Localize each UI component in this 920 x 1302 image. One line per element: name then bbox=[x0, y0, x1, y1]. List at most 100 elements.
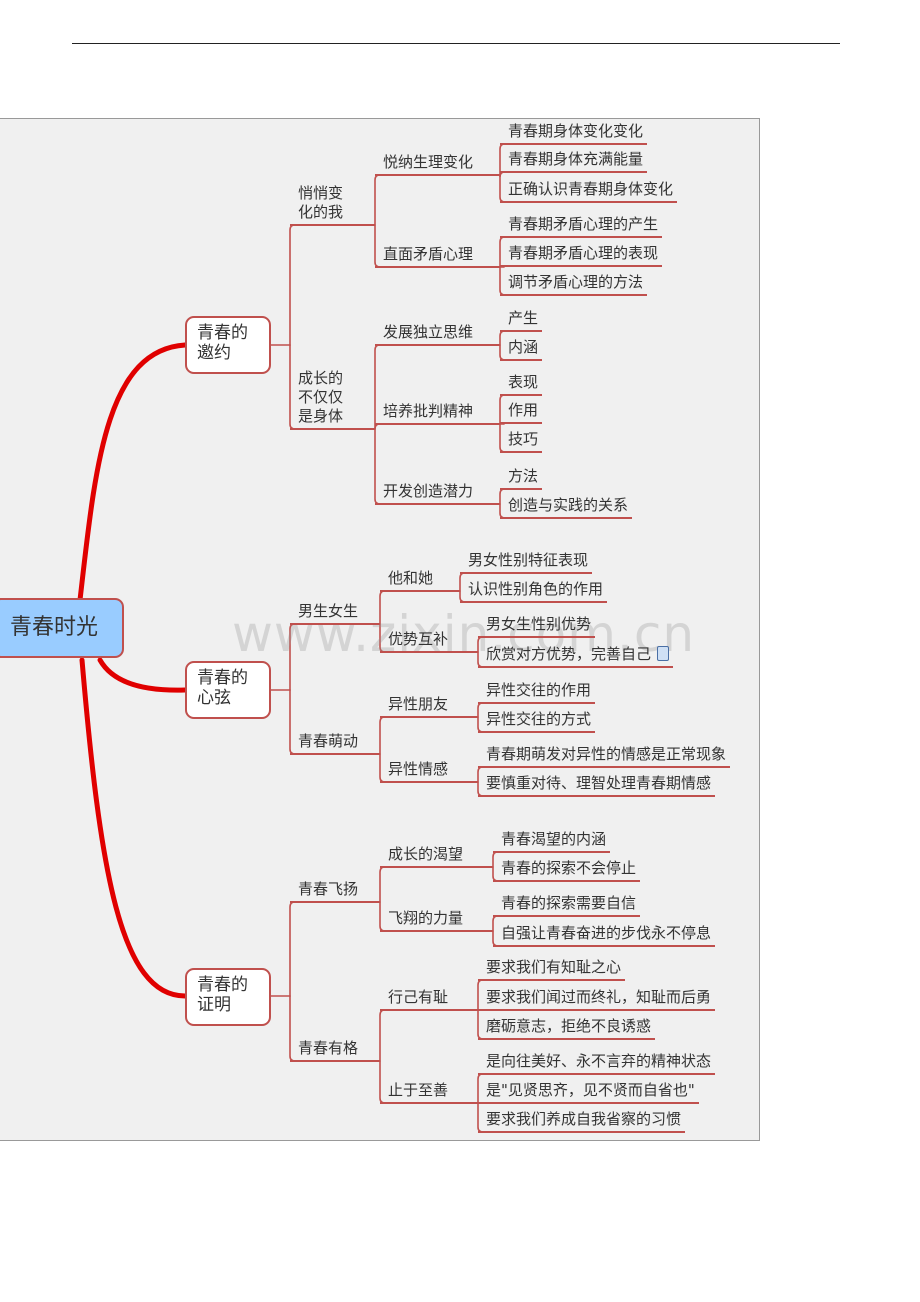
detail-label: 青春的探索需要自信 bbox=[501, 894, 637, 912]
detail-node[interactable]: 自强让青春奋进的步伐永不停息 bbox=[493, 924, 716, 947]
detail-node[interactable]: 男女生性别优势 bbox=[478, 615, 596, 638]
detail-node[interactable]: 正确认识青春期身体变化 bbox=[500, 180, 678, 203]
topic-node[interactable]: 青春飞扬 bbox=[290, 880, 380, 903]
detail-label: 作用 bbox=[508, 401, 539, 419]
connector-line bbox=[379, 866, 386, 903]
branch-label: 青春的证明 bbox=[197, 975, 248, 1015]
topic-node[interactable]: 成长的不仅仅是身体 bbox=[290, 369, 375, 430]
note-icon[interactable] bbox=[657, 646, 670, 661]
detail-node[interactable]: 产生 bbox=[500, 309, 543, 332]
detail-node[interactable]: 方法 bbox=[500, 467, 543, 490]
detail-label: 青春期身体充满能量 bbox=[508, 150, 644, 168]
detail-label: 青春期身体变化变化 bbox=[508, 122, 644, 140]
subtopic-node[interactable]: 直面矛盾心理 bbox=[375, 245, 500, 268]
subtopic-node[interactable]: 发展独立思维 bbox=[375, 323, 500, 346]
subtopic-node[interactable]: 异性朋友 bbox=[380, 695, 478, 718]
detail-label: 男女生性别优势 bbox=[486, 615, 592, 633]
detail-node[interactable]: 青春期矛盾心理的产生 bbox=[500, 215, 663, 238]
connector-line bbox=[289, 224, 296, 346]
branch-curve bbox=[97, 657, 188, 693]
root-node[interactable]: 青春时光 bbox=[0, 598, 124, 658]
line-break-spacer bbox=[250, 323, 269, 340]
subtopic-node[interactable]: 他和她 bbox=[380, 569, 460, 592]
detail-label: 要求我们有知耻之心 bbox=[486, 958, 622, 976]
subtopic-label: 异性情感 bbox=[388, 760, 449, 778]
subtopic-node[interactable]: 开发创造潜力 bbox=[375, 482, 500, 505]
detail-label: 男女性别特征表现 bbox=[468, 551, 589, 569]
detail-label: 青春期矛盾心理的表现 bbox=[508, 244, 659, 262]
subtopic-node[interactable]: 飞翔的力量 bbox=[380, 909, 493, 932]
subtopic-node[interactable]: 悦纳生理变化 bbox=[375, 153, 500, 176]
subtopic-label: 成长的渴望 bbox=[388, 845, 464, 863]
detail-node[interactable]: 欣赏对方优势，完善自己 bbox=[478, 645, 674, 668]
line-break-spacer bbox=[250, 975, 269, 992]
detail-node[interactable]: 要慎重对待、理智处理青春期情感 bbox=[478, 774, 716, 797]
detail-node[interactable]: 要求我们闻过而终礼，知耻而后勇 bbox=[478, 988, 716, 1011]
detail-node[interactable]: 男女性别特征表现 bbox=[460, 551, 593, 574]
branch-label: 青春的心弦 bbox=[197, 668, 248, 708]
detail-node[interactable]: 内涵 bbox=[500, 338, 543, 361]
detail-label: 青春渴望的内涵 bbox=[501, 830, 607, 848]
branch-node-proof[interactable]: 青春的证明 bbox=[185, 968, 271, 1026]
subtopic-node[interactable]: 止于至善 bbox=[380, 1081, 478, 1104]
detail-label: 内涵 bbox=[508, 338, 539, 356]
subtopic-node[interactable]: 异性情感 bbox=[380, 760, 478, 783]
detail-label: 青春期萌发对异性的情感是正常现象 bbox=[486, 745, 727, 763]
detail-node[interactable]: 作用 bbox=[500, 401, 543, 424]
detail-node[interactable]: 调节矛盾心理的方法 bbox=[500, 273, 648, 296]
detail-node[interactable]: 技巧 bbox=[500, 430, 543, 453]
subtopic-label: 培养批判精神 bbox=[383, 402, 474, 420]
detail-node[interactable]: 青春的探索需要自信 bbox=[493, 894, 641, 917]
detail-node[interactable]: 异性交往的方式 bbox=[478, 710, 596, 733]
detail-label: 自强让青春奋进的步伐永不停息 bbox=[501, 924, 712, 942]
detail-label: 是"见贤思齐，见不贤而自省也" bbox=[486, 1081, 695, 1099]
detail-label: 要求我们闻过而终礼，知耻而后勇 bbox=[486, 988, 712, 1006]
subtopic-node[interactable]: 培养批判精神 bbox=[375, 402, 500, 425]
detail-node[interactable]: 青春期萌发对异性的情感是正常现象 bbox=[478, 745, 731, 768]
detail-label: 异性交往的方式 bbox=[486, 710, 592, 728]
subtopic-node[interactable]: 行己有耻 bbox=[380, 988, 478, 1011]
branch-node-heartstrings[interactable]: 青春的心弦 bbox=[185, 661, 271, 719]
topic-node[interactable]: 青春有格 bbox=[290, 1039, 380, 1062]
detail-label: 磨砺意志，拒绝不良诱惑 bbox=[486, 1017, 652, 1035]
connector-line bbox=[379, 716, 386, 755]
connector-line bbox=[289, 901, 296, 997]
subtopic-label: 开发创造潜力 bbox=[383, 482, 474, 500]
detail-node[interactable]: 异性交往的作用 bbox=[478, 681, 596, 704]
connector-line bbox=[379, 1009, 386, 1062]
connector-line bbox=[374, 174, 381, 226]
detail-node[interactable]: 认识性别角色的作用 bbox=[460, 580, 608, 603]
topic-node[interactable]: 男生女生 bbox=[290, 602, 380, 625]
subtopic-node[interactable]: 优势互补 bbox=[380, 630, 478, 653]
topic-label: 青春萌动 bbox=[298, 732, 359, 750]
topic-node[interactable]: 悄悄变化的我 bbox=[290, 184, 375, 226]
detail-label: 是向往美好、永不言弃的精神状态 bbox=[486, 1052, 712, 1070]
detail-node[interactable]: 是向往美好、永不言弃的精神状态 bbox=[478, 1052, 716, 1075]
detail-node[interactable]: 青春期矛盾心理的表现 bbox=[500, 244, 663, 267]
detail-node[interactable]: 创造与实践的关系 bbox=[500, 496, 633, 519]
topic-node[interactable]: 青春萌动 bbox=[290, 732, 380, 755]
detail-node[interactable]: 表现 bbox=[500, 373, 543, 396]
detail-node[interactable]: 是"见贤思齐，见不贤而自省也" bbox=[478, 1081, 699, 1104]
subtopic-node[interactable]: 成长的渴望 bbox=[380, 845, 493, 868]
detail-label: 技巧 bbox=[508, 430, 539, 448]
detail-node[interactable]: 青春期身体充满能量 bbox=[500, 150, 648, 173]
detail-node[interactable]: 要求我们养成自我省察的习惯 bbox=[478, 1110, 686, 1133]
detail-label: 调节矛盾心理的方法 bbox=[508, 273, 644, 291]
subtopic-label: 飞翔的力量 bbox=[388, 909, 464, 927]
subtopic-label: 异性朋友 bbox=[388, 695, 449, 713]
subtopic-label: 行己有耻 bbox=[388, 988, 449, 1006]
detail-node[interactable]: 磨砺意志，拒绝不良诱惑 bbox=[478, 1017, 656, 1040]
branch-node-invitation[interactable]: 青春的邀约 bbox=[185, 316, 271, 374]
detail-label: 创造与实践的关系 bbox=[508, 496, 629, 514]
detail-node[interactable]: 青春的探索不会停止 bbox=[493, 859, 641, 882]
subtopic-label: 止于至善 bbox=[388, 1081, 449, 1099]
subtopic-label: 优势互补 bbox=[388, 630, 449, 648]
detail-node[interactable]: 青春渴望的内涵 bbox=[493, 830, 611, 853]
detail-node[interactable]: 要求我们有知耻之心 bbox=[478, 958, 626, 981]
detail-label: 产生 bbox=[508, 309, 539, 327]
detail-label: 青春的探索不会停止 bbox=[501, 859, 637, 877]
detail-label: 要慎重对待、理智处理青春期情感 bbox=[486, 774, 712, 792]
detail-node[interactable]: 青春期身体变化变化 bbox=[500, 122, 648, 145]
